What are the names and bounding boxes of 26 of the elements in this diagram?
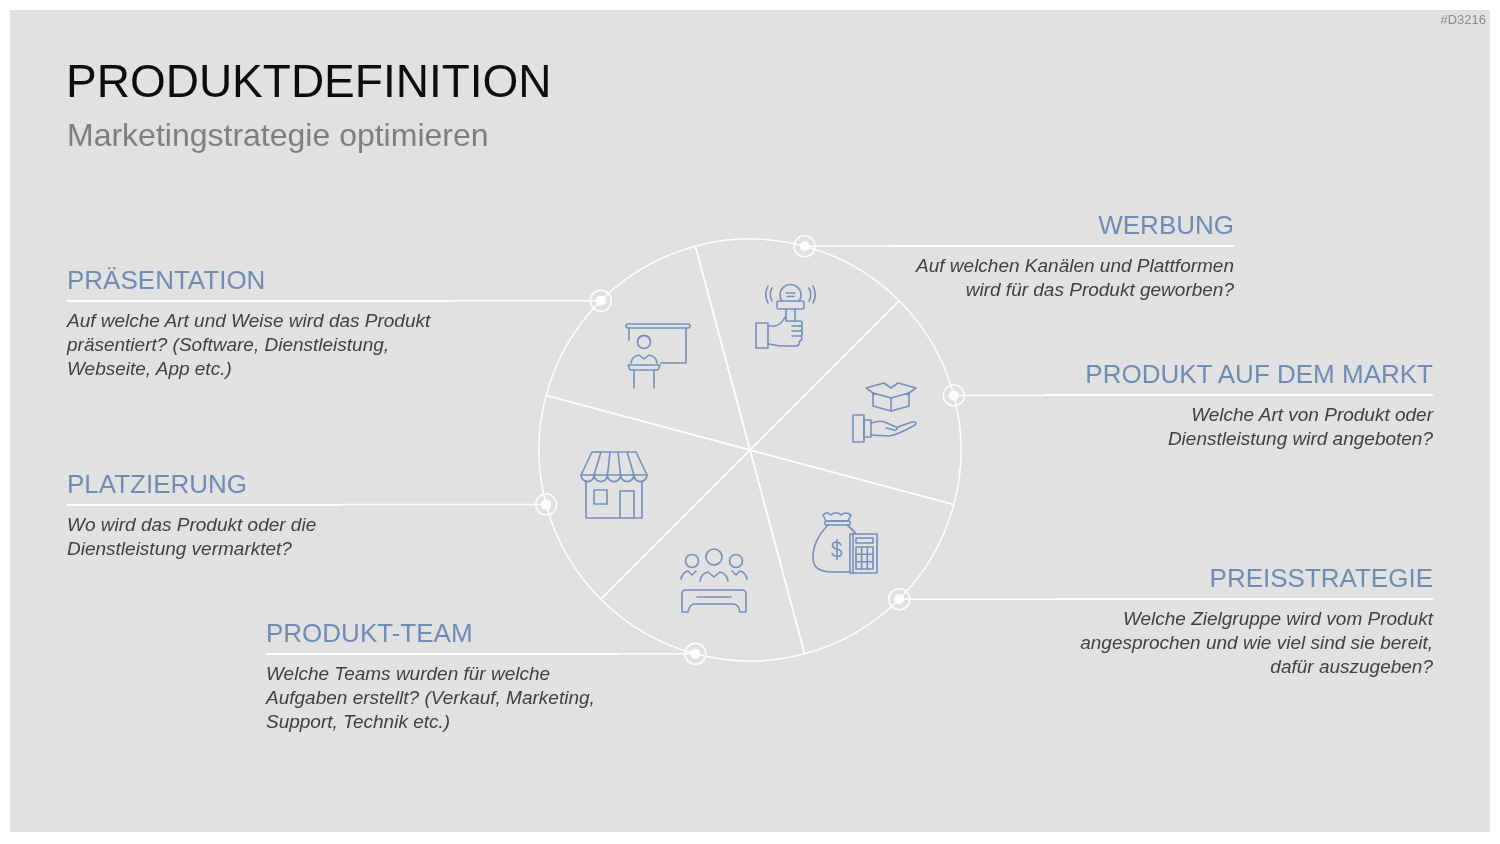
leader-line [451,289,613,313]
section-heading: PRODUKT AUF DEM MARKT [1085,358,1433,391]
subtitle: Marketingstrategie optimieren [67,116,489,155]
leader-line [620,642,707,666]
reference-code: #D3216 [1440,12,1486,28]
leader-line [793,234,890,258]
description-text: Welche Zielgruppe wird vom Produkt angesprochen und wie viel sind sie bereit, dafür auszugeben? [1079,606,1433,679]
leader-line [942,384,1044,407]
pie-segment [600,449,806,662]
pie-segment [545,245,751,451]
description-text: Welche Art von Produkt oder Dienstleistung wird angeboten? [1166,402,1433,451]
description-text: Auf welchen Kanälen und Plattformen wird für das Produkt geworben? [914,253,1234,302]
leader-line [341,493,558,516]
section-heading: PREISSTRATEGIE [1209,562,1433,595]
pie-segment [749,300,962,506]
section-heading: WERBUNG [1098,209,1234,242]
description-text: Wo wird das Produkt oder die Dienstleistung vermarktet? [67,512,318,561]
pie-segment [749,449,955,655]
title: PRODUKTDEFINITION [66,54,552,109]
section-heading: PRÄSENTATION [67,264,266,297]
leader-line [887,587,1056,611]
description-text: Welche Teams wurden für welche Aufgaben erstellt? (Verkauf, Marketing, Support, Technik etc.) [266,661,596,734]
pie-segment [538,394,751,600]
description-text: Auf welche Art und Weise wird das Produkt präsentiert? (Software, Dienstleistung, Webseite, App etc.) [67,308,432,381]
section-heading: PLATZIERUNG [67,468,248,501]
section-heading: PRODUKT-TEAM [266,617,473,650]
